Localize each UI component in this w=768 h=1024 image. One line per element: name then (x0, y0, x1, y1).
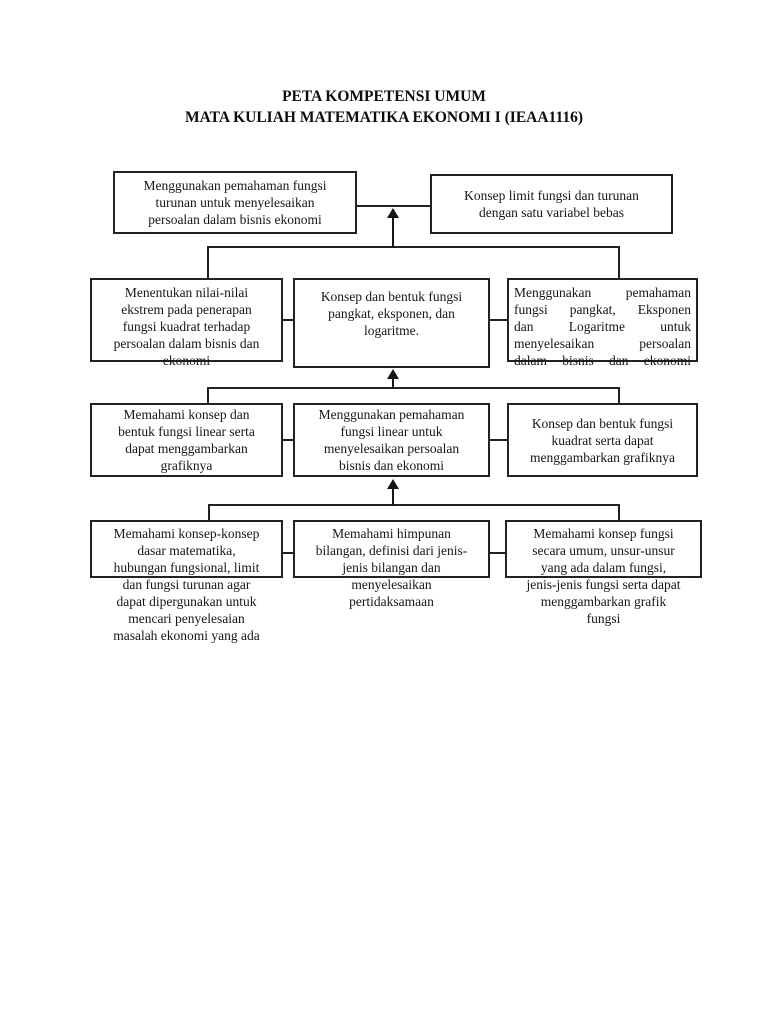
bus3-vertical-right (618, 504, 620, 522)
box-pemahaman-pangkat-logaritme: Menggunakan pemahaman fungsi pangkat, Ek… (507, 278, 698, 368)
box-label: Menggunakan pemahaman fungsi pangkat, Ek… (514, 285, 691, 368)
connector-row4-left-center (281, 552, 295, 554)
bus-line-row1-row2 (207, 246, 620, 248)
box-konsep-pangkat-eksponen: Konsep dan bentuk fungsi pangkat, ekspon… (293, 278, 490, 368)
box-label: Menggunakan pemahaman fungsi turunan unt… (143, 178, 327, 227)
box-pemahaman-fungsi-linear: Menggunakan pemahaman fungsi linear untu… (293, 403, 490, 477)
box-fungsi-turunan-bisnis: Menggunakan pemahaman fungsi turunan unt… (113, 171, 357, 234)
connector-row2-left-center (281, 319, 295, 321)
connector-row4-center-right (488, 552, 507, 554)
box-konsep-limit-fungsi: Konsep limit fungsi dan turunan dengan s… (430, 174, 673, 234)
bus2-vertical-right (618, 387, 620, 405)
box-label: Konsep limit fungsi dan turunan dengan s… (464, 188, 639, 220)
bus1-vertical-left (207, 246, 209, 280)
box-label: Menentukan nilai-nilai ekstrem pada pene… (113, 285, 260, 368)
box-label: Memahami konsep fungsi secara umum, unsu… (526, 526, 681, 626)
box-label: Menggunakan pemahaman fungsi linear untu… (318, 407, 465, 473)
box-konsep-fungsi-umum: Memahami konsep fungsi secara umum, unsu… (505, 520, 702, 626)
box-label: Memahami konsep-konsep dasar matematika,… (113, 526, 260, 643)
arrow-up-3-icon (387, 479, 399, 489)
arrow-up-1-shaft (392, 216, 394, 248)
connector-row3-center-right (488, 439, 509, 441)
arrow-up-2-shaft (392, 377, 394, 389)
bus-line-row3-row4 (208, 504, 620, 506)
bus3-vertical-left (208, 504, 210, 522)
connector-row3-left-center (281, 439, 295, 441)
bus-line-row2-row3 (207, 387, 620, 389)
connector-row2-center-right (488, 319, 509, 321)
page-title: PETA KOMPETENSI UMUM MATA KULIAH MATEMAT… (185, 88, 583, 126)
box-label: Konsep dan bentuk fungsi kuadrat serta d… (529, 415, 676, 465)
arrow-up-1-icon (387, 208, 399, 218)
bus2-vertical-left (207, 387, 209, 405)
box-konsep-dasar-matematika: Memahami konsep-konsep dasar matematika,… (90, 520, 283, 643)
box-konsep-fungsi-kuadrat: Konsep dan bentuk fungsi kuadrat serta d… (507, 403, 698, 477)
box-label: Memahami himpunan bilangan, definisi dar… (315, 526, 468, 609)
box-label: Memahami konsep dan bentuk fungsi linear… (118, 407, 255, 473)
box-label: Konsep dan bentuk fungsi pangkat, ekspon… (320, 289, 463, 338)
arrow-up-3-shaft (392, 487, 394, 506)
box-nilai-ekstrem-kuadrat: Menentukan nilai-nilai ekstrem pada pene… (90, 278, 283, 368)
arrow-up-2-icon (387, 369, 399, 379)
connector-row1-horizontal (355, 205, 432, 207)
bus1-vertical-right (618, 246, 620, 280)
box-himpunan-bilangan: Memahami himpunan bilangan, definisi dar… (293, 520, 490, 609)
box-konsep-fungsi-linear: Memahami konsep dan bentuk fungsi linear… (90, 403, 283, 477)
